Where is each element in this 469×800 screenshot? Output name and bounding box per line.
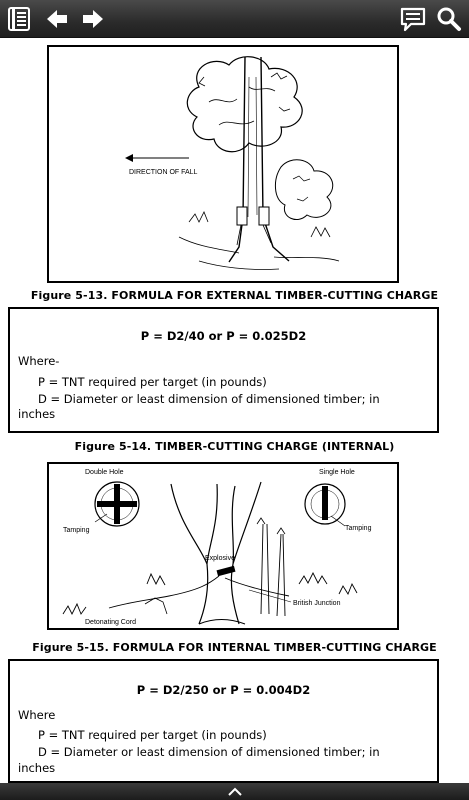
notes-button[interactable]: [398, 4, 428, 34]
notes-icon: [400, 7, 426, 32]
formula-p-definition: P = TNT required per target (in pounds): [38, 375, 267, 389]
forward-button[interactable]: [80, 4, 106, 34]
double-hole-label: Double Hole: [85, 469, 124, 476]
figure-5-15-caption: Figure 5-15. FORMULA FOR INTERNAL TIMBER…: [32, 641, 437, 654]
explosive-label: Explosive: [205, 555, 235, 562]
tamping-right-label: Tamping: [345, 525, 372, 532]
formula-external-box: P = D2/40 or P = 0.025D2 Where- P = TNT …: [8, 307, 439, 433]
formula-d-definition: D = Diameter or least dimension of dimen…: [38, 745, 380, 759]
direction-of-fall-label: DIRECTION OF FALL: [129, 169, 198, 176]
chevron-up-icon: [228, 787, 242, 796]
figure-external-timber-cutting: DIRECTION OF FALL: [47, 45, 399, 283]
formula-equation: P = D2/250 or P = 0.004D2: [136, 683, 311, 697]
formula-d-definition: D = Diameter or least dimension of dimen…: [38, 392, 380, 406]
british-junction-label: British Junction: [293, 600, 341, 607]
expand-menu-button[interactable]: [222, 784, 248, 799]
bottom-bar: [0, 783, 469, 800]
table-of-contents-button[interactable]: [6, 4, 34, 34]
forward-arrow-icon: [83, 10, 103, 28]
back-button[interactable]: [44, 4, 70, 34]
top-toolbar: [0, 0, 469, 38]
figure-5-13-caption: Figure 5-13. FORMULA FOR EXTERNAL TIMBER…: [30, 289, 439, 302]
formula-where-label: Where: [18, 708, 56, 722]
formula-d-definition-continued: inches: [18, 761, 56, 775]
detonating-cord-label: Detonating Cord: [85, 619, 136, 626]
formula-p-definition: P = TNT required per target (in pounds): [38, 728, 267, 742]
formula-where-label: Where-: [18, 354, 60, 368]
document-content[interactable]: DIRECTION OF FALL Figure 5-13. FORMULA F…: [0, 38, 469, 783]
back-arrow-icon: [47, 10, 67, 28]
formula-internal-box: P = D2/250 or P = 0.004D2 Where P = TNT …: [8, 659, 439, 783]
figure-internal-timber-cutting: Double Hole Single Hole Tamping Tamping …: [47, 462, 399, 630]
search-button[interactable]: [434, 4, 464, 34]
figure-5-14-caption: Figure 5-14. TIMBER-CUTTING CHARGE (INTE…: [74, 440, 395, 453]
tree-internal-charge-illustration: Double Hole Single Hole Tamping Tamping …: [62, 469, 372, 626]
single-hole-label: Single Hole: [319, 469, 355, 476]
table-of-contents-icon: [8, 7, 30, 31]
formula-equation: P = D2/40 or P = 0.025D2: [140, 329, 307, 343]
formula-d-definition-continued: inches: [18, 407, 56, 421]
tree-external-charge-illustration: DIRECTION OF FALL: [125, 56, 340, 270]
search-icon: [437, 7, 461, 31]
tamping-left-label: Tamping: [63, 527, 90, 534]
